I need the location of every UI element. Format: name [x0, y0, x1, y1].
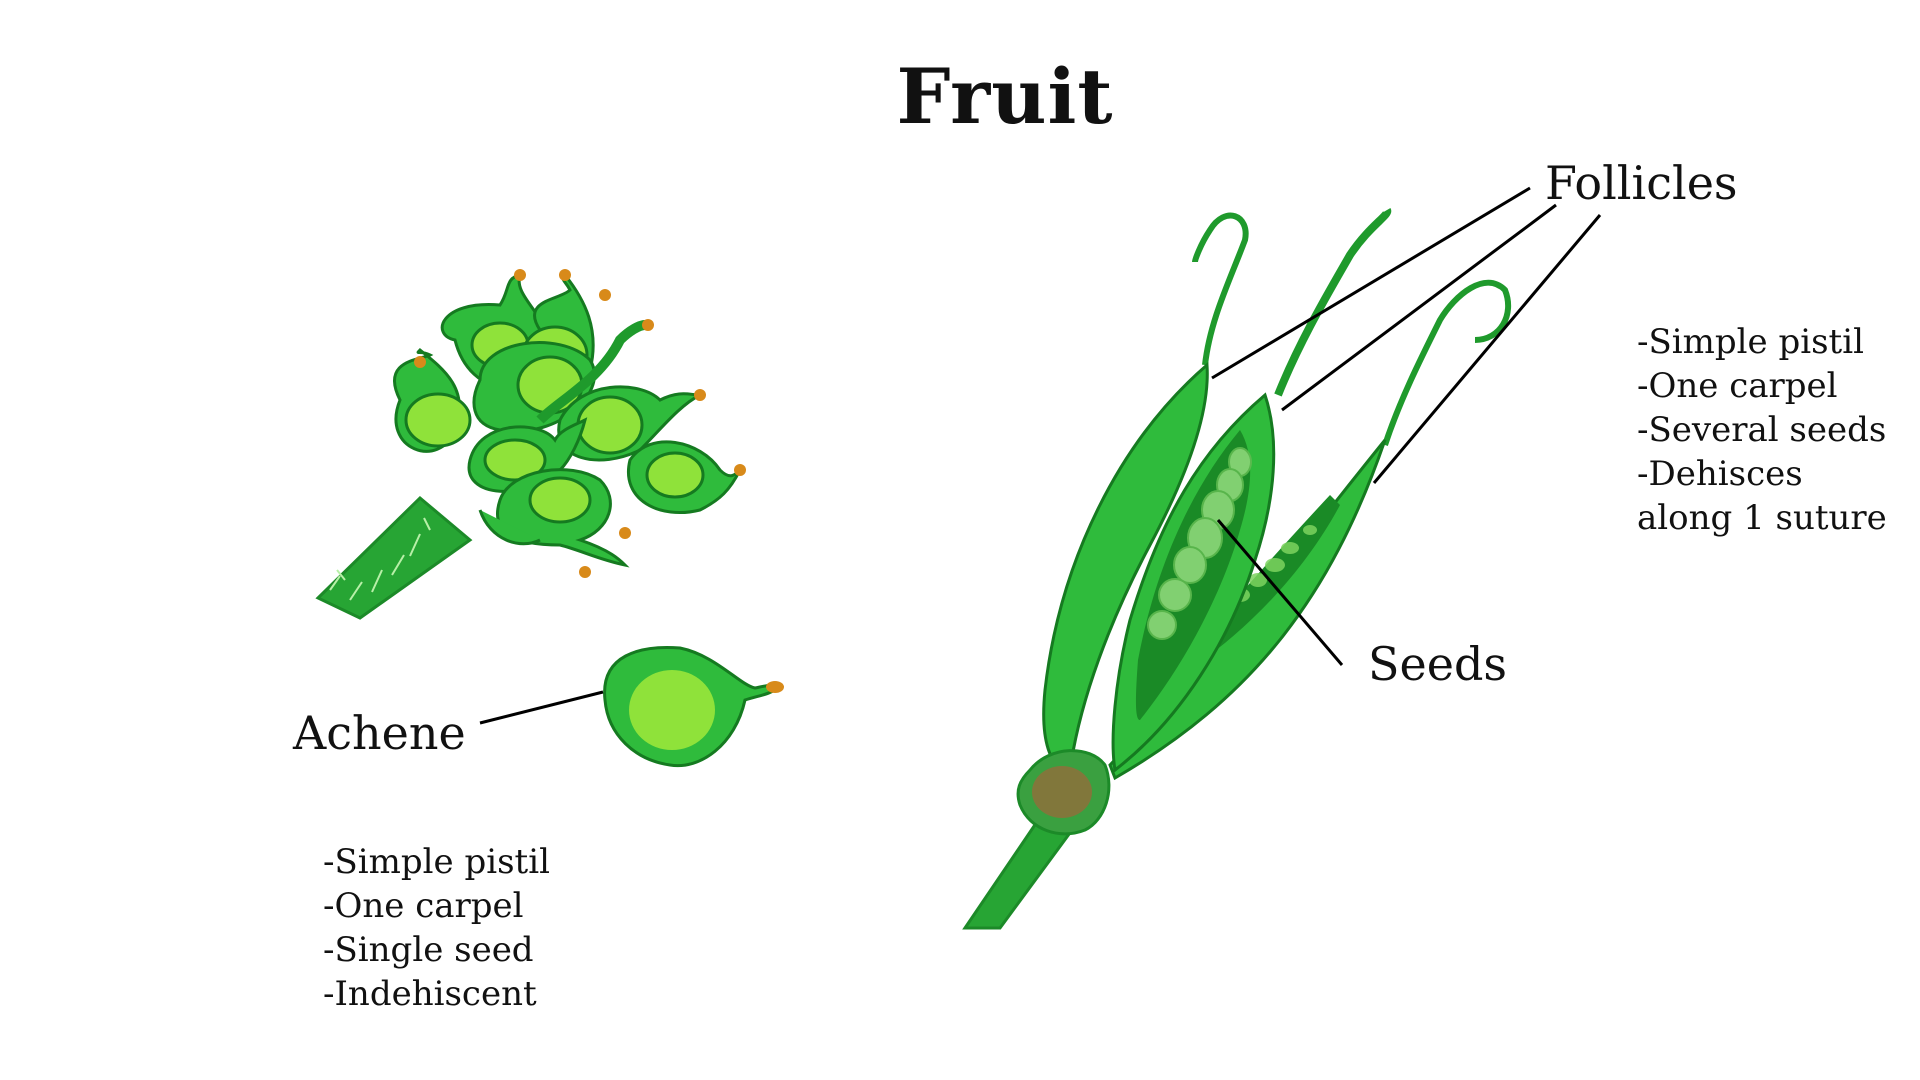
- follicles-illustration: [962, 207, 1512, 930]
- follicle-fact: -Dehisces: [1637, 454, 1803, 494]
- achene-label: Achene: [293, 706, 466, 760]
- follicles-leader-lines: [1211, 186, 1602, 484]
- single-achene-illustration: [603, 646, 784, 768]
- achene-cluster-illustration: [315, 269, 746, 620]
- follicle-fact: -One carpel: [1637, 366, 1838, 406]
- follicles-label: Follicles: [1545, 156, 1738, 210]
- achene-facts: -Simple pistil -One carpel -Single seed …: [323, 840, 550, 1016]
- page-title: Fruit: [896, 52, 1114, 141]
- achene-fact: -Single seed: [323, 930, 534, 970]
- seeds-label: Seeds: [1368, 637, 1508, 691]
- achene-fact: -Simple pistil: [323, 842, 550, 882]
- achene-fact: -One carpel: [323, 886, 524, 926]
- follicle-fact: along 1 suture: [1637, 498, 1887, 538]
- achene-leader-line: [479, 690, 604, 725]
- follicle-facts: -Simple pistil -One carpel -Several seed…: [1637, 320, 1887, 540]
- follicle-fact: -Simple pistil: [1637, 322, 1864, 362]
- seeds-leader-line: [1216, 519, 1344, 666]
- achene-fact: -Indehiscent: [323, 974, 537, 1014]
- follicle-fact: -Several seeds: [1637, 410, 1887, 450]
